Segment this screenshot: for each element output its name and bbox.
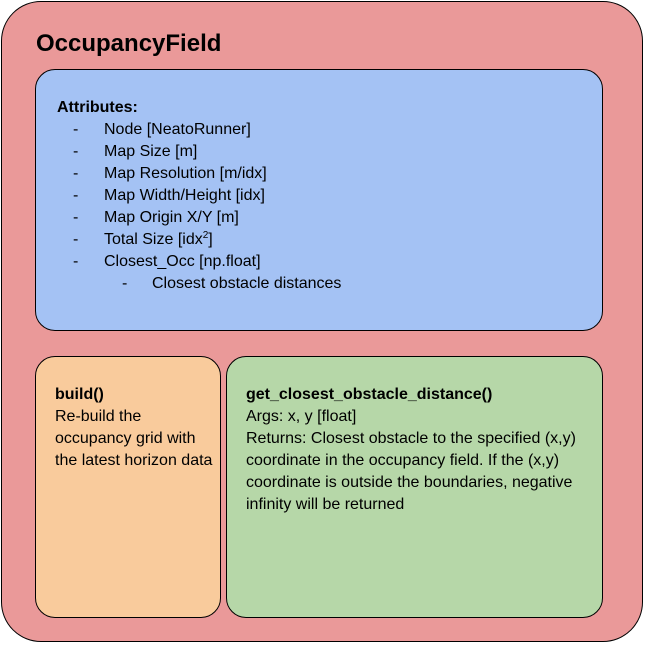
- bullet-dash: -: [73, 231, 79, 248]
- bullet-dash: -: [122, 275, 128, 292]
- class-title: OccupancyField: [36, 30, 222, 57]
- attribute-text: Map Width/Height [idx]: [104, 187, 265, 204]
- bullet-dash: -: [73, 121, 79, 138]
- attribute-text: Map Resolution [m/idx]: [104, 165, 267, 182]
- bullet-dash: -: [73, 253, 79, 270]
- bullet-dash: -: [73, 165, 79, 182]
- bullet-dash: -: [73, 143, 79, 160]
- closest-distance-args: Args: x, y [float]: [246, 408, 357, 425]
- attributes-box: Attributes: - Node [NeatoRunner] - Map S…: [35, 69, 603, 331]
- total-size-suffix: ]: [208, 231, 213, 248]
- build-method-content: build() Re-build the occupancy grid with…: [55, 384, 215, 472]
- total-size-label: Total Size [idx: [104, 231, 203, 248]
- build-method-heading: build(): [55, 386, 104, 403]
- attribute-sub-text: Closest obstacle distances: [152, 275, 342, 292]
- attribute-text: Map Size [m]: [104, 143, 198, 160]
- attribute-text: Closest_Occ [np.float]: [104, 253, 261, 270]
- build-method-box: build() Re-build the occupancy grid with…: [35, 356, 221, 618]
- bullet-dash: -: [73, 209, 79, 226]
- attributes-heading: Attributes:: [57, 99, 138, 116]
- closest-distance-returns: Returns: Closest obstacle to the specifi…: [246, 430, 576, 513]
- closest-distance-method-heading: get_closest_obstacle_distance(): [246, 386, 493, 403]
- build-method-description: Re-build the occupancy grid with the lat…: [55, 408, 213, 469]
- attribute-text: Node [NeatoRunner]: [104, 121, 251, 138]
- attribute-text: Map Origin X/Y [m]: [104, 209, 239, 226]
- closest-distance-method-box: get_closest_obstacle_distance() Args: x,…: [226, 356, 603, 618]
- bullet-dash: -: [73, 187, 79, 204]
- closest-distance-method-content: get_closest_obstacle_distance() Args: x,…: [246, 384, 591, 516]
- superscript: 2: [202, 230, 209, 241]
- attribute-text-total-size: Total Size [idx2]: [104, 229, 213, 251]
